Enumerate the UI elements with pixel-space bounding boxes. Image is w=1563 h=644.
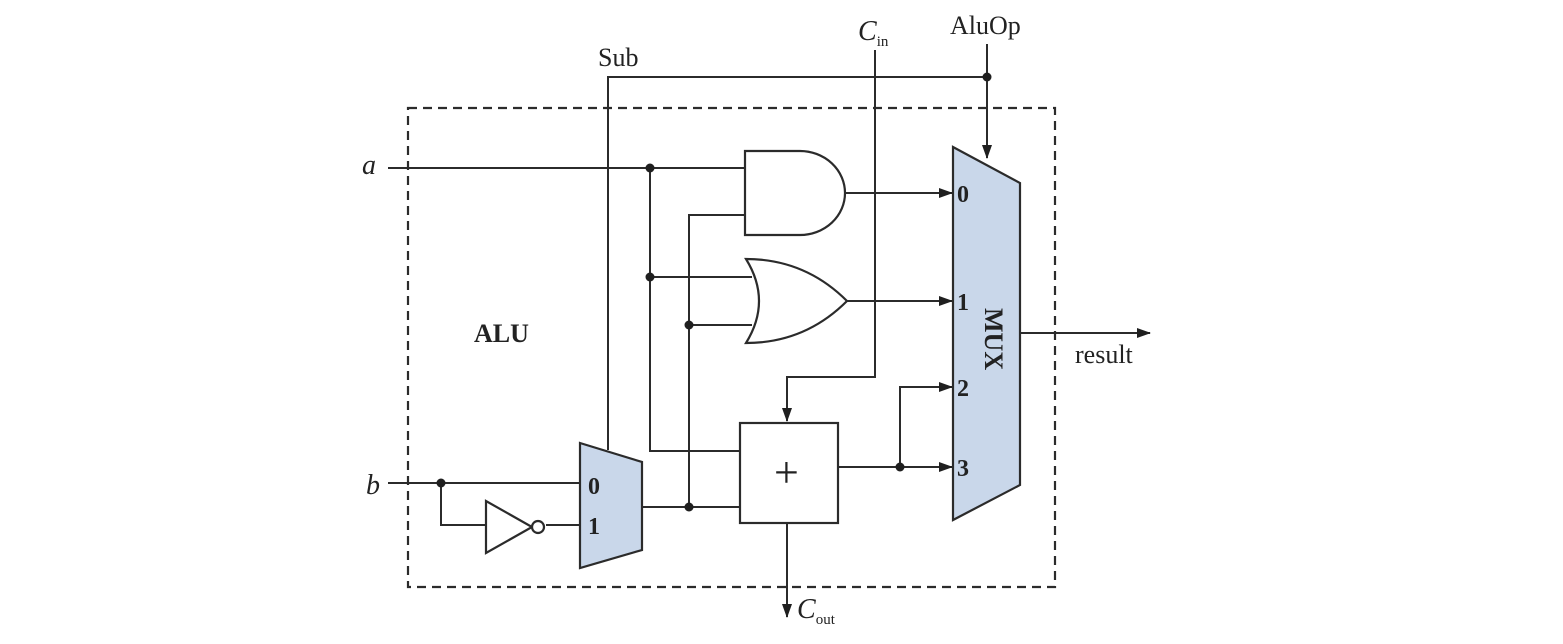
wire-sum-branch [899,382,953,467]
junction-dot [645,163,655,173]
wire-b-to-inverter [440,483,486,526]
cin-sub: in [877,34,889,50]
result-mux-input-1: 1 [957,290,969,316]
cout-label: Cout [797,594,836,628]
operand-mux-input-0: 0 [588,474,600,500]
operand-mux [578,441,644,570]
junction-dot [684,320,694,330]
cout-sub: out [816,612,836,628]
result-label: result [1075,340,1134,369]
junction-dot [684,502,694,512]
sub-label: Sub [598,43,638,72]
wire-bsel-up [688,214,745,507]
cin-main: C [858,16,877,47]
cout-main: C [797,594,816,625]
aluop-label: AluOp [950,11,1021,40]
result-mux-input-2: 2 [957,376,969,402]
adder-symbol: + [774,448,799,497]
wire-a-branch [649,168,740,452]
result-mux-input-0: 0 [957,182,969,208]
and-gate [743,149,847,237]
input-a-label: a [362,150,376,181]
wire-cin [782,50,876,422]
alu-boundary [406,106,1057,589]
result-mux-label: MUX [979,308,1008,370]
junction-dot [645,272,655,282]
junction-dot [982,72,992,82]
junction-dot [895,462,905,472]
result-mux-input-3: 3 [957,456,969,482]
alu-label: ALU [474,319,529,348]
result-mux [951,145,1022,522]
input-b-label: b [366,470,380,501]
wire-sub [607,76,987,450]
cin-label: Cin [858,16,889,50]
inverter-gate [484,499,535,555]
operand-mux-input-1: 1 [588,514,600,540]
junction-dot [436,478,446,488]
or-gate [744,257,849,345]
adder-block [738,421,840,525]
inverter-bubble [530,519,546,535]
